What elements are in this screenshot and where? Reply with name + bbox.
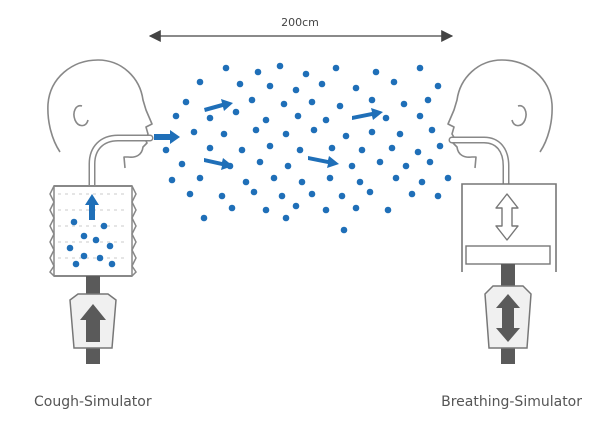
bellows-flow-arrow	[85, 194, 99, 220]
flow-arrow-icon	[154, 130, 180, 144]
double-arrow-icon	[495, 193, 519, 241]
left-piston-rod	[86, 276, 100, 294]
distance-label: 200cm	[281, 16, 319, 29]
flow-arrows	[154, 99, 383, 170]
flow-arrow-icon	[204, 99, 233, 112]
cough-simulator-label: Cough-Simulator	[34, 394, 152, 410]
piston-cylinder-icon	[461, 183, 557, 272]
left-actuator-icon	[69, 293, 117, 349]
breathing-simulator-label: Breathing-Simulator	[441, 394, 582, 410]
aerosol-cloud	[162, 62, 452, 234]
flow-arrow-icon	[204, 158, 233, 170]
flow-arrow-icon	[308, 156, 339, 168]
bellows-particles	[66, 218, 116, 268]
right-piston-rod	[501, 264, 515, 286]
right-actuator-icon	[484, 285, 532, 349]
head-right-icon	[447, 59, 553, 169]
head-left-icon	[47, 59, 153, 169]
flow-arrow-icon	[352, 108, 383, 120]
